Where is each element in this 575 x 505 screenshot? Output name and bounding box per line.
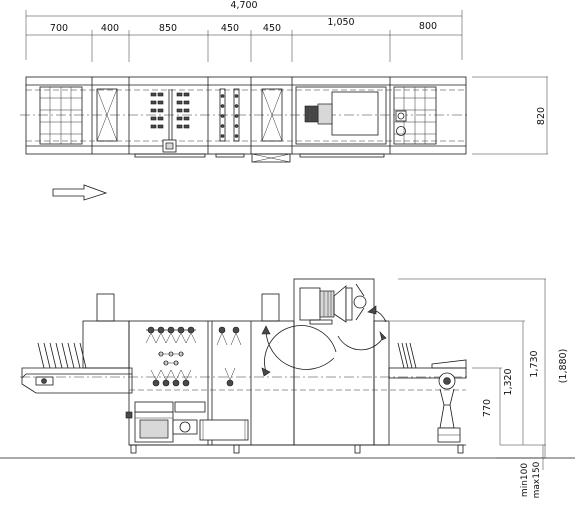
section-dimensions: 700 400 850 450 450 1,050 800 <box>26 17 462 62</box>
air-flow-arrows <box>261 305 387 377</box>
plan-outline <box>20 76 470 163</box>
total-length-label: 4,700 <box>230 0 257 11</box>
dryer-blower-elevation <box>299 283 367 325</box>
section-label-3: 850 <box>159 23 177 34</box>
flow-direction-arrow-icon <box>52 184 108 201</box>
dryer-fan-plan <box>295 86 387 145</box>
section-label-6: 1,050 <box>327 17 354 28</box>
pump-motor <box>125 401 249 443</box>
load-grid <box>39 86 83 145</box>
inlet-height-label: 1,320 <box>503 368 514 395</box>
unload-grid <box>393 86 437 145</box>
rinse-nozzles-plan <box>219 88 240 142</box>
overall-height-ref-label: (1,880) <box>558 349 569 384</box>
section-label-5: 450 <box>263 23 281 34</box>
foot-max-label: max150 <box>532 461 542 498</box>
curtain-box-1 <box>96 88 118 142</box>
foot-min-label: min100 <box>520 463 530 497</box>
section-label-1: 700 <box>50 23 68 34</box>
section-label-4: 450 <box>221 23 239 34</box>
outlet-table <box>388 342 467 443</box>
elevation-dimensions: (1,880) 1,730 1,320 770 min100 max150 <box>390 278 569 498</box>
width-label: 820 <box>536 107 547 125</box>
wash-nozzles-elevation <box>145 326 242 387</box>
overall-height-label: 1,730 <box>529 350 540 377</box>
section-label-2: 400 <box>101 23 119 34</box>
width-dimension: 820 <box>472 76 548 155</box>
total-length-dimension: 4,700 <box>25 0 463 60</box>
section-label-7: 800 <box>419 21 437 32</box>
machine-body <box>20 278 470 446</box>
plan-view: 4,700 700 400 850 450 450 1,050 800 <box>20 0 548 163</box>
curtain-box-2 <box>261 88 283 142</box>
elevation-view: (1,880) 1,730 1,320 770 min100 max150 <box>0 278 575 498</box>
table-height-label: 770 <box>482 399 493 417</box>
legs <box>130 444 464 454</box>
wash-arms-plan <box>150 89 190 153</box>
